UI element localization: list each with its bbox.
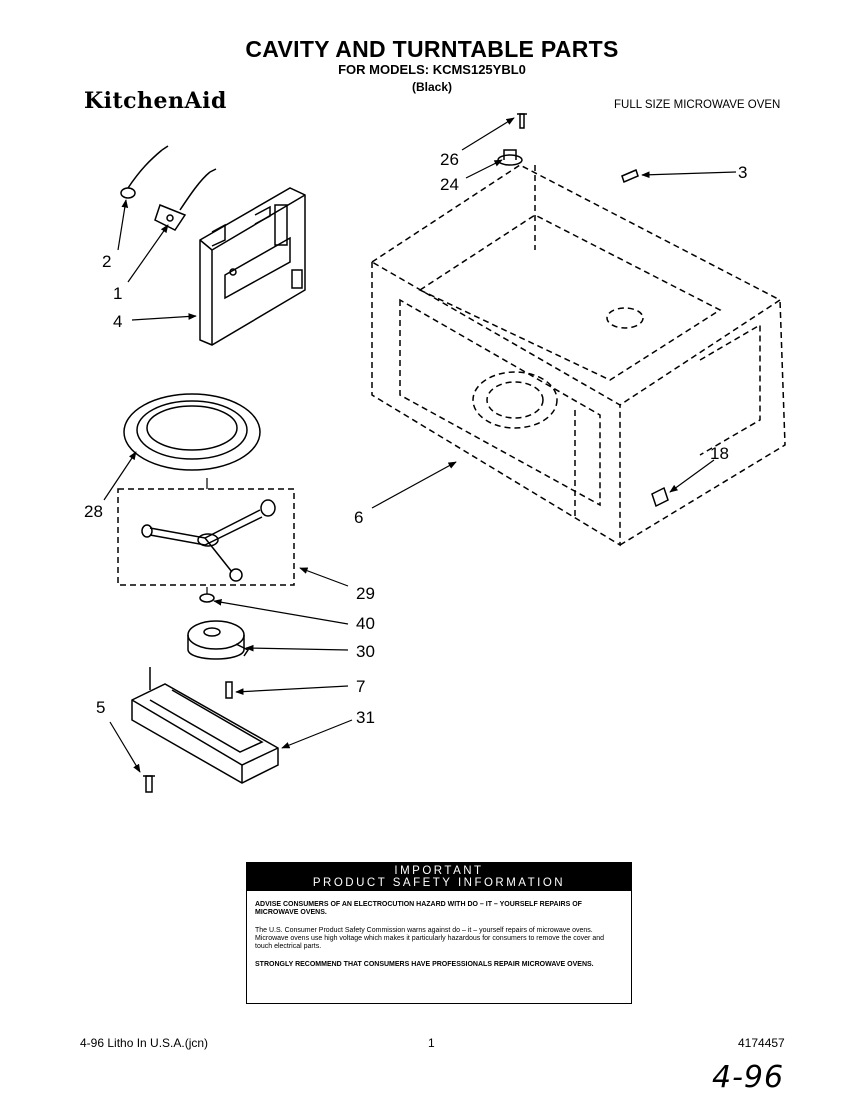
callout-30: 30 (356, 642, 375, 661)
notice-heading-line1: IMPORTANT (394, 865, 484, 877)
washer-part-40 (199, 593, 215, 603)
screw-part-3 (621, 168, 639, 184)
notice-paragraph-2: The U.S. Consumer Product Safety Commiss… (255, 927, 604, 950)
screw-part-7 (225, 681, 233, 699)
turntable-motor-part-30 (187, 620, 250, 660)
model-subtitle: FOR MODELS: KCMS125YBL0 (338, 62, 526, 77)
oven-cavity-part-6 (370, 164, 786, 547)
screw-part-26 (517, 113, 527, 129)
safety-notice-box: IMPORTANT PRODUCT SAFETY INFORMATION ADV… (246, 862, 632, 1004)
callout-40: 40 (356, 614, 375, 633)
glass-tray-part-28 (123, 393, 261, 471)
callout-1: 1 (113, 284, 123, 303)
callout-7: 7 (356, 677, 366, 696)
screw-part-5 (143, 775, 155, 793)
callout-24: 24 (440, 175, 459, 194)
color-note: (Black) (411, 80, 452, 94)
part-number: 4174457 (738, 1036, 785, 1050)
handwritten-date: 4-96 (712, 1060, 785, 1095)
callout-28: 28 (84, 502, 103, 521)
notice-paragraph-3: STRONGLY RECOMMEND THAT CONSUMERS HAVE P… (255, 961, 594, 968)
brand-logo: KitchenAid (84, 88, 227, 114)
notice-heading-line2: PRODUCT SAFETY INFORMATION (312, 877, 566, 889)
screw-part-18 (651, 486, 669, 508)
page-title: CAVITY AND TURNTABLE PARTS (245, 36, 619, 62)
callout-4: 4 (113, 312, 123, 331)
callout-18: 18 (710, 444, 729, 463)
page-number: 1 (428, 1036, 435, 1050)
callout-3: 3 (738, 163, 748, 182)
safety-notice-heading: IMPORTANT PRODUCT SAFETY INFORMATION (247, 863, 631, 891)
switch-part-1-and-2 (120, 145, 217, 231)
notice-paragraph-1: ADVISE CONSUMERS OF AN ELECTROCUTION HAZ… (255, 901, 582, 916)
callout-29: 29 (356, 584, 375, 603)
callout-2: 2 (102, 252, 112, 271)
footer-print-info: 4-96 Litho In U.S.A.(jcn) (80, 1036, 209, 1050)
callout-26: 26 (440, 150, 459, 169)
motor-cover-part-31 (131, 667, 279, 784)
leader-lines (103, 117, 737, 773)
roller-support-part-29 (117, 488, 295, 586)
switch-bracket-part-4 (199, 187, 306, 346)
callout-31: 31 (356, 708, 375, 727)
thermal-cutout-part-24 (497, 149, 523, 166)
callout-5: 5 (96, 698, 106, 717)
callout-6: 6 (354, 508, 364, 527)
oven-type-label: FULL SIZE MICROWAVE OVEN (614, 99, 781, 111)
